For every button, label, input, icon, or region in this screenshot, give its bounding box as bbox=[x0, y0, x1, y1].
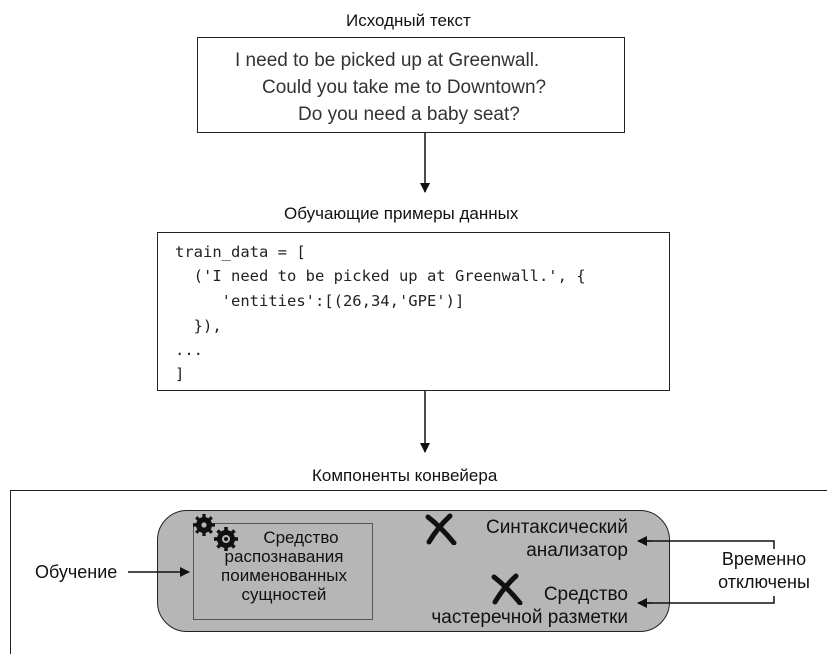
parser-line: Синтаксический bbox=[485, 517, 628, 538]
ner-line: распознавания bbox=[224, 547, 344, 566]
code-line: ('I need to be picked up at Greenwall.',… bbox=[175, 267, 586, 285]
disabled-label: Временно отключены bbox=[709, 548, 819, 594]
pipeline-frame bbox=[10, 490, 827, 654]
training-label: Обучение bbox=[35, 562, 118, 582]
tagger-component-label: Средство частеречной разметки bbox=[431, 583, 628, 629]
code-line: train_data = [ bbox=[175, 243, 306, 261]
code-line: ] bbox=[175, 365, 185, 383]
source-title: Исходный текст bbox=[346, 11, 471, 30]
connector-disabled-bracket bbox=[640, 540, 775, 549]
parser-component-label: Синтаксический анализатор bbox=[486, 516, 628, 562]
ner-component-label: Средство распознавания поименованных сущ… bbox=[196, 528, 372, 604]
training-code-box bbox=[157, 232, 670, 391]
source-line: I need to be picked up at Greenwall. bbox=[235, 50, 540, 71]
x-mark-icon bbox=[425, 513, 457, 545]
code-line: }), bbox=[175, 317, 222, 335]
disabled-line: отключены bbox=[718, 572, 810, 592]
code-line: 'entities':[(26,34,'GPE')] bbox=[175, 292, 465, 310]
tagger-line: частеречной разметки bbox=[431, 607, 628, 628]
connector-disabled-bracket bbox=[640, 596, 775, 604]
training-title: Обучающие примеры данных bbox=[284, 204, 519, 223]
source-line: Could you take me to Downtown? bbox=[262, 77, 547, 98]
x-mark-icon bbox=[491, 573, 523, 605]
code-line: ... bbox=[175, 341, 203, 359]
source-line: Do you need a baby seat? bbox=[298, 104, 520, 125]
disabled-line: Временно bbox=[721, 549, 807, 569]
tagger-line: Средство bbox=[543, 584, 628, 605]
ner-line: поименованных bbox=[221, 566, 347, 585]
ner-component-box bbox=[193, 523, 373, 620]
pipeline-title: Компоненты конвейера bbox=[312, 466, 498, 485]
ner-line: Средство bbox=[263, 528, 339, 547]
source-text-box bbox=[197, 37, 625, 133]
parser-line: анализатор bbox=[526, 540, 628, 561]
gears-icon bbox=[193, 514, 238, 551]
pipeline-container bbox=[157, 510, 670, 632]
ner-line: сущностей bbox=[241, 585, 327, 604]
